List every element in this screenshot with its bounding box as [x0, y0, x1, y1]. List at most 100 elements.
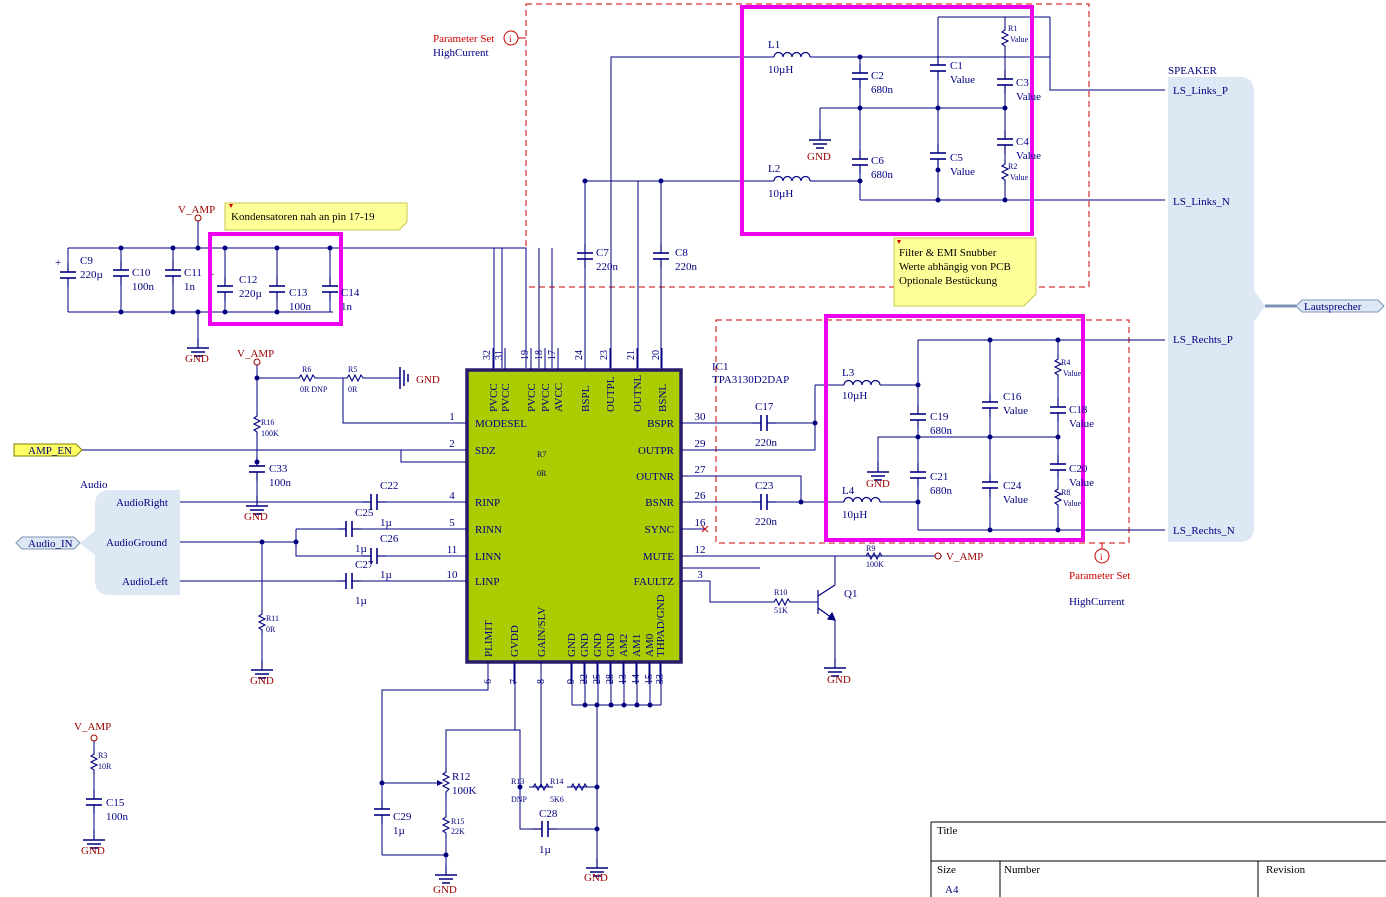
component-value: Value	[1063, 369, 1082, 378]
harness-title-audio: Audio	[80, 479, 108, 491]
net-label-lautsprecher[interactable]: Lautsprecher	[1295, 299, 1385, 313]
vamp-port: V_AMP	[74, 721, 111, 742]
pin-number: 9	[566, 679, 577, 684]
component-value: 100K	[452, 785, 477, 797]
component-value: 100K	[866, 560, 884, 569]
component-value: 220µ	[80, 269, 103, 281]
pin-name: RINP	[475, 497, 500, 509]
note-filter: Filter & EMI Snubber Werte abhängig von …	[893, 237, 1037, 307]
component-value: Value	[1069, 477, 1094, 489]
highlight-box-decoupling	[208, 232, 343, 326]
component-value: 1µ	[380, 517, 392, 529]
svg-text:i: i	[509, 34, 512, 44]
component-ref: R15	[451, 817, 464, 826]
net-ls-links-p: LS_Links_P	[1173, 85, 1228, 97]
titleblock-number: Number	[1004, 864, 1040, 876]
junction-dots	[118, 54, 1061, 858]
component-ref: C13	[289, 287, 308, 299]
component-value: Value	[950, 74, 975, 86]
component-ref: R6	[302, 365, 311, 374]
component-ref: C23	[755, 480, 774, 492]
gnd-label: GND	[807, 151, 831, 163]
component-ref: R9	[866, 544, 875, 553]
pin-name: PVCC	[526, 383, 538, 412]
svg-text:V_AMP: V_AMP	[178, 204, 215, 216]
svg-text:+: +	[55, 257, 61, 269]
pin-name: BSPL	[580, 385, 592, 412]
component-value: 0R	[537, 469, 547, 478]
svg-text:AMP_EN: AMP_EN	[28, 445, 72, 457]
pin-number: 18	[534, 350, 545, 360]
gnd-label: GND	[244, 511, 268, 523]
component-ref: R16	[261, 418, 274, 427]
gnd-label: GND	[250, 675, 274, 687]
pin-name: PVCC	[500, 383, 512, 412]
component-ref: L2	[768, 163, 780, 175]
component-ref: L4	[842, 485, 855, 497]
component-value: 0R	[348, 385, 358, 394]
pin-number: 21	[626, 350, 637, 360]
svg-text:V_AMP: V_AMP	[237, 348, 274, 360]
pin-number: 30	[695, 411, 707, 423]
pin-name: BSNL	[657, 384, 669, 412]
component-ref: C14	[341, 287, 360, 299]
gnd-label: GND	[81, 845, 105, 857]
component-value: 680n	[871, 169, 894, 181]
net-label-amp-en[interactable]: AMP_EN	[13, 443, 83, 457]
info-icon[interactable]: i	[1094, 548, 1110, 564]
component-value: 680n	[930, 425, 953, 437]
svg-text:V_AMP: V_AMP	[946, 551, 983, 563]
component-value: Value	[950, 166, 975, 178]
svg-text:i: i	[1100, 552, 1103, 562]
pin-name: PLIMIT	[483, 620, 495, 657]
pin-name: OUTNR	[636, 471, 675, 483]
parameter-region-left	[525, 3, 1090, 288]
component-value: 1µ	[355, 595, 367, 607]
pin-name: MODESEL	[475, 418, 527, 430]
ic-part: TPA3130D2DAP	[712, 374, 789, 386]
component-ref: R1	[1008, 24, 1017, 33]
component-ref: C21	[930, 471, 948, 483]
ic-pins: 1MODESEL2SDZ4RINP5RINN11LINN10LINP30BSPR…	[445, 348, 706, 684]
pin-name: AM0	[644, 633, 656, 657]
component-ref: C12	[239, 274, 257, 286]
component-value: 680n	[930, 485, 953, 497]
gnd-label: GND	[827, 674, 851, 686]
component-value: Value	[1063, 499, 1082, 508]
pin-number: 17	[547, 350, 558, 360]
vamp-port: V_AMP	[178, 204, 215, 222]
component-value: 1µ	[393, 825, 405, 837]
pin-name: BSNR	[645, 497, 674, 509]
svg-text:V_AMP: V_AMP	[74, 721, 111, 733]
component-ref: C7	[596, 247, 609, 259]
net-label-audio-in[interactable]: Audio_IN	[15, 536, 81, 550]
component-value: 1µ	[539, 844, 551, 856]
component-value: Value	[1003, 494, 1028, 506]
info-icon[interactable]: i	[503, 30, 519, 46]
pin-name: PVCC	[488, 383, 500, 412]
pin-number: 15	[644, 674, 655, 684]
component-ref: R10	[774, 588, 787, 597]
component-value: 100n	[106, 811, 129, 823]
component-ref: R11	[266, 614, 279, 623]
titleblock-size-value: A4	[945, 884, 959, 896]
title-block	[930, 821, 1386, 897]
pin-name: SYNC	[645, 524, 674, 536]
component-value: 51K	[774, 606, 788, 615]
pin-name: FAULTZ	[634, 576, 675, 588]
ic-tpa3130[interactable]	[465, 368, 683, 664]
component-ref: C6	[871, 155, 884, 167]
component-value: 10µH	[768, 188, 793, 200]
component-ref: C22	[380, 480, 398, 492]
component-ref: R2	[1008, 162, 1017, 171]
pin-number: 20	[651, 350, 662, 360]
svg-text:Werte abhängig von PCB: Werte abhängig von PCB	[899, 261, 1011, 273]
parameter-region-right	[715, 319, 1130, 544]
pin-name: MUTE	[643, 551, 674, 563]
component-ref: L3	[842, 367, 855, 379]
vamp-port: V_AMP	[900, 551, 983, 563]
speaker-harness	[1168, 77, 1265, 542]
pin-number: 31	[494, 350, 505, 360]
